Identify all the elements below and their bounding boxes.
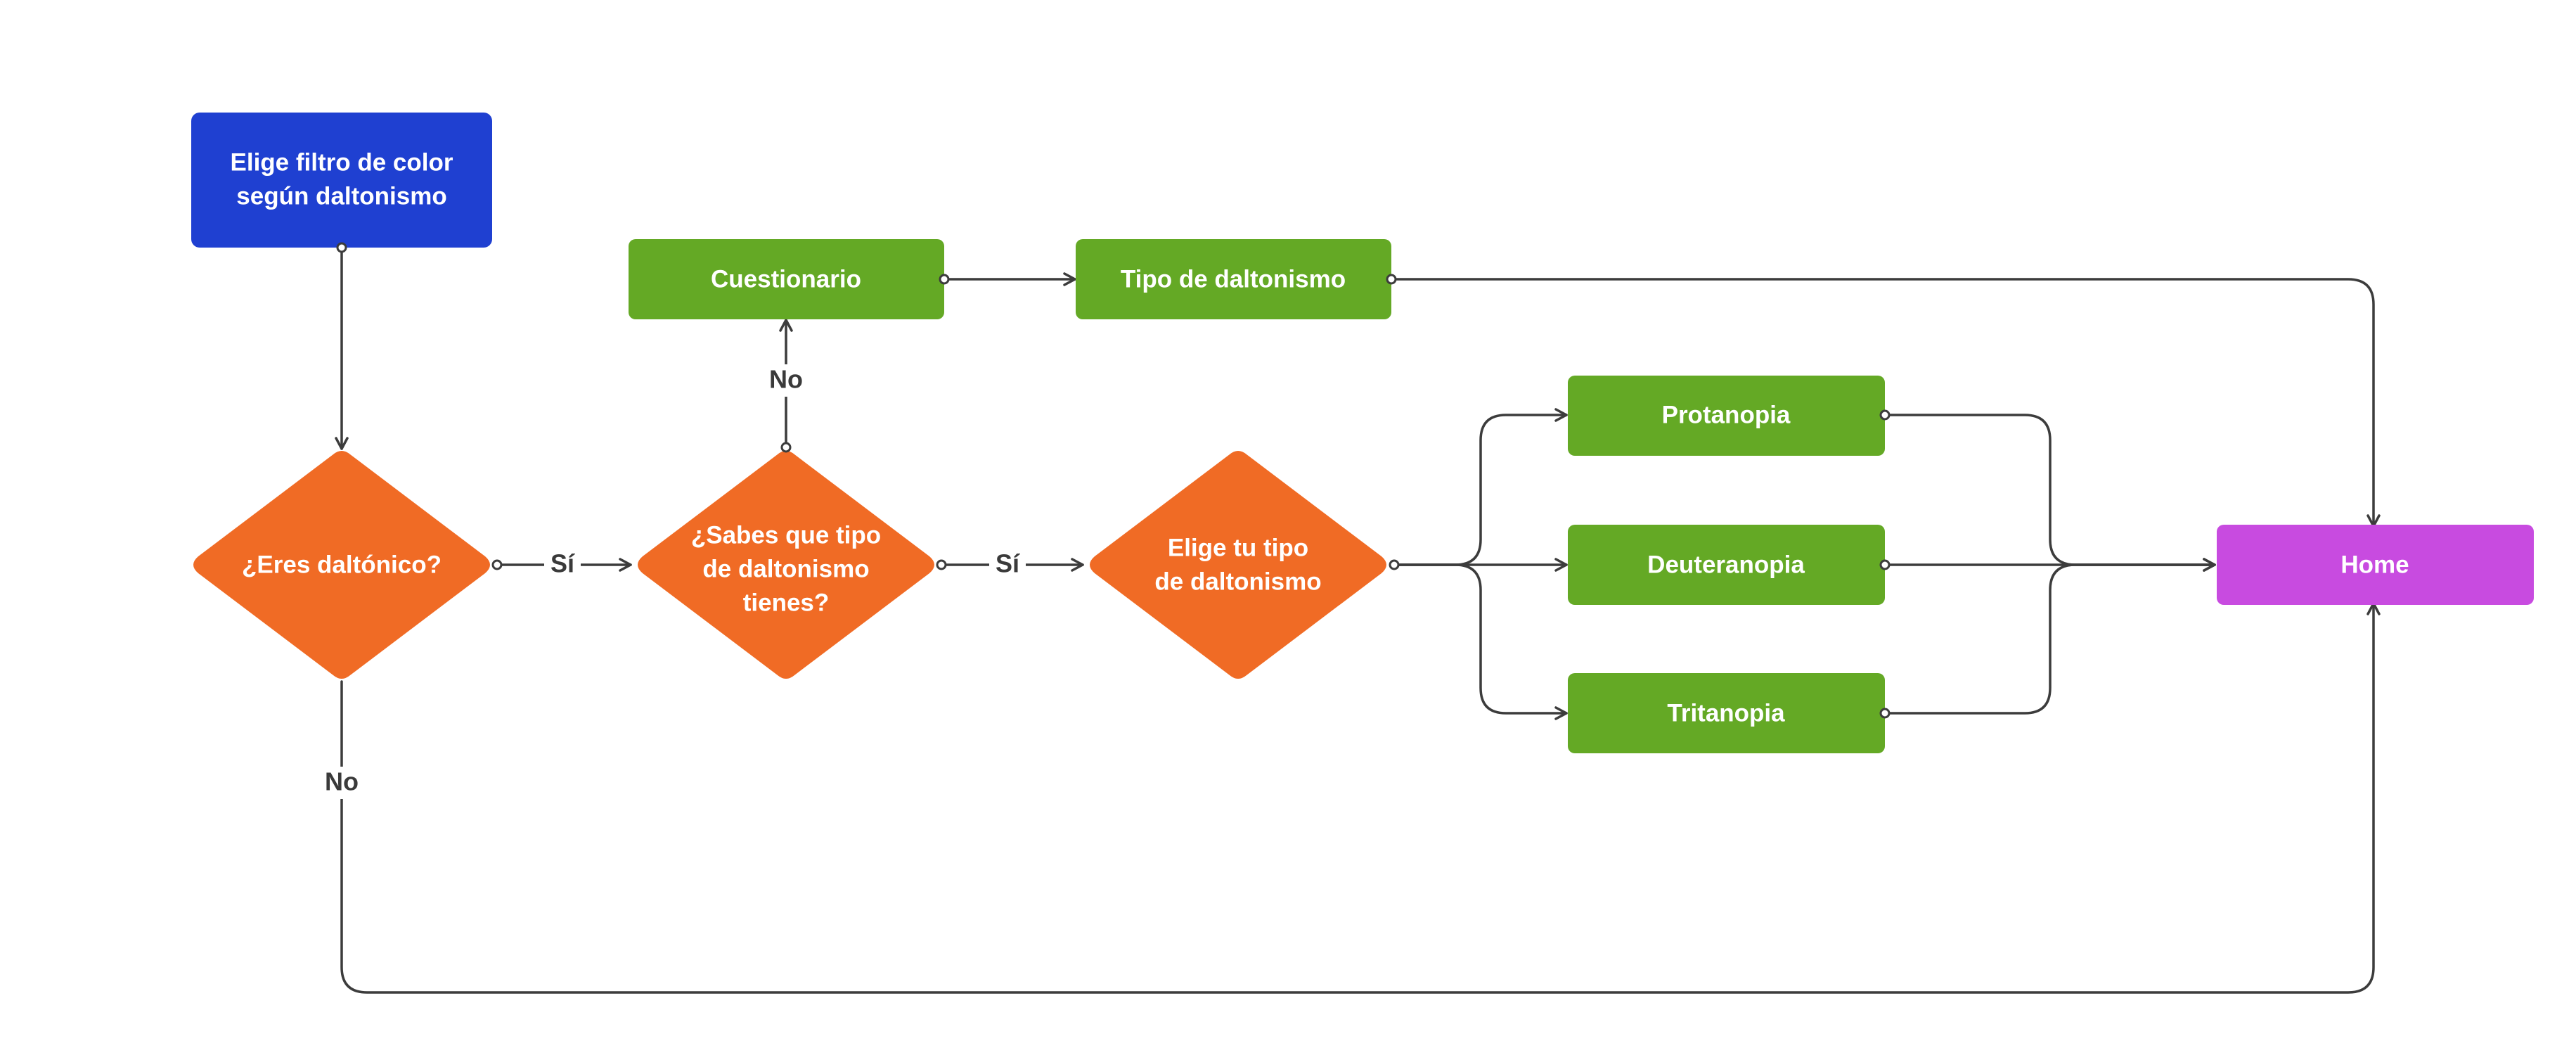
decision-daltonico-text: ¿Eres daltónico? [242, 551, 442, 578]
connector-protanopia-to-home [1883, 414, 2216, 572]
node-deuteranopia[interactable]: Deuteranopia [1568, 525, 1885, 605]
node-decision-elige-tipo[interactable]: Elige tu tipo de daltonismo [1090, 451, 1386, 679]
decision-sabes-tipo-line2: de daltonismo [702, 555, 869, 582]
node-start[interactable]: Elige filtro de color según daltonismo [191, 113, 492, 248]
connector-elige-to-protanopia [1393, 408, 1568, 566]
connector-daltonico-no [340, 602, 2381, 994]
cuestionario-shape [629, 239, 944, 319]
port-tipo-right [1386, 274, 1397, 285]
tipo-daltonismo-shape [1076, 239, 1391, 319]
decision-daltonico-shape [193, 451, 490, 679]
connectors [335, 246, 2381, 994]
decision-sabes-tipo-line1: ¿Sabes que tipo [691, 521, 881, 549]
edge-label-daltonico-no: No [325, 767, 359, 796]
tritanopia-label: Tritanopia [1667, 699, 1785, 727]
port-protanopia-right [1879, 409, 1891, 421]
start-node-line2: según daltonismo [236, 182, 446, 210]
port-start-bottom [336, 242, 347, 253]
node-protanopia[interactable]: Protanopia [1568, 376, 1885, 456]
protanopia-label: Protanopia [1662, 401, 1791, 428]
node-cuestionario[interactable]: Cuestionario [629, 239, 944, 319]
tipo-daltonismo-label: Tipo de daltonismo [1121, 265, 1346, 293]
edge-label-daltonico-si: Sí [550, 549, 575, 578]
connector-tritanopia-to-home [1883, 558, 2216, 715]
port-cuestionario-right [939, 274, 950, 285]
node-tritanopia[interactable]: Tritanopia [1568, 673, 1885, 753]
home-label: Home [2340, 551, 2409, 578]
connector-elige-to-tritanopia [1393, 563, 1568, 720]
edge-label-sabes-si: Sí [996, 549, 1020, 578]
cuestionario-label: Cuestionario [711, 265, 861, 293]
deuteranopia-shape [1568, 525, 1885, 605]
node-tipo-daltonismo[interactable]: Tipo de daltonismo [1076, 239, 1391, 319]
edge-labels: Sí Sí No No [322, 364, 1026, 799]
port-daltonico-right [491, 559, 503, 570]
node-decision-sabes-tipo[interactable]: ¿Sabes que tipo de daltonismo tienes? [638, 451, 934, 679]
start-node-shape [191, 113, 492, 248]
decision-elige-tipo-shape [1090, 451, 1386, 679]
node-decision-daltonico[interactable]: ¿Eres daltónico? [193, 451, 490, 679]
port-sabes-right [936, 559, 947, 570]
home-shape [2217, 525, 2534, 605]
protanopia-shape [1568, 376, 1885, 456]
port-deuteranopia-right [1879, 559, 1891, 570]
port-sabes-top [780, 442, 792, 453]
decision-sabes-tipo-line3: tienes? [743, 589, 830, 616]
decision-sabes-tipo-shape [638, 451, 934, 679]
node-home[interactable]: Home [2217, 525, 2534, 605]
connector-tipo-to-home [1390, 278, 2381, 528]
port-elige-right [1389, 559, 1400, 570]
decision-elige-tipo-line1: Elige tu tipo [1168, 534, 1308, 561]
decision-elige-tipo-line2: de daltonismo [1154, 568, 1321, 595]
tritanopia-shape [1568, 673, 1885, 753]
connector-ports [336, 242, 1891, 719]
start-node-line1: Elige filtro de color [231, 148, 453, 176]
deuteranopia-label: Deuteranopia [1647, 551, 1805, 578]
edge-label-sabes-no: No [769, 365, 803, 394]
port-tritanopia-right [1879, 708, 1891, 719]
